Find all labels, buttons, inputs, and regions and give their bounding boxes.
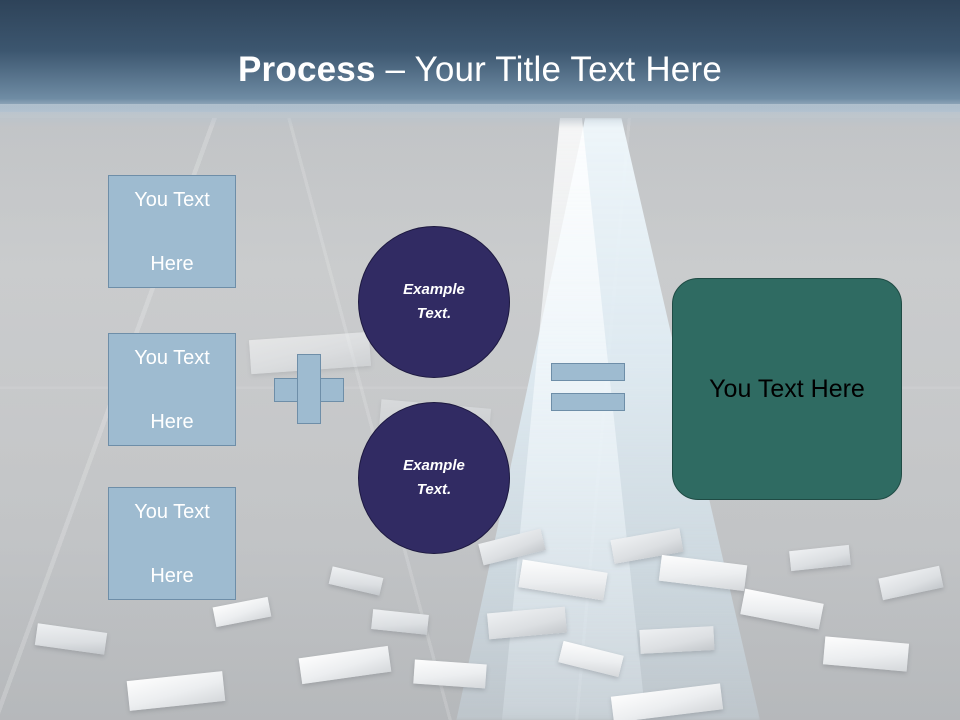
input-box-1-line2: Here: [150, 252, 194, 275]
plus-icon-center: [298, 379, 320, 401]
equals-icon-bottom-bar: [551, 393, 625, 411]
example-circle-2[interactable]: Example Text.: [358, 402, 510, 554]
page-title-strong: Process: [238, 50, 376, 89]
example-circle-1[interactable]: Example Text.: [358, 226, 510, 378]
input-box-1-line1: You Text: [134, 188, 210, 211]
input-box-1[interactable]: You Text Here: [108, 175, 236, 288]
input-box-3-line1: You Text: [134, 500, 210, 523]
input-box-2-line2: Here: [150, 410, 194, 433]
example-circle-1-line2: Text.: [416, 305, 452, 322]
background-block: [639, 626, 715, 654]
example-circle-2-line2: Text.: [416, 481, 452, 498]
background-block: [413, 659, 487, 689]
equals-icon-top-bar: [551, 363, 625, 381]
page-title: Process – Your Title Text Here: [0, 48, 960, 92]
input-box-3-line2: Here: [150, 564, 194, 587]
title-banner: [0, 0, 960, 112]
page-title-rest: – Your Title Text Here: [375, 50, 722, 89]
input-box-3[interactable]: You Text Here: [108, 487, 236, 600]
result-box-label: You Text Here: [709, 374, 865, 403]
title-banner-fade: [0, 104, 960, 128]
example-circle-1-line1: Example: [403, 281, 465, 298]
result-box[interactable]: You Text Here: [672, 278, 902, 500]
input-box-2-line1: You Text: [134, 346, 210, 369]
plus-icon: [274, 354, 344, 424]
input-box-2[interactable]: You Text Here: [108, 333, 236, 446]
equals-icon: [551, 363, 625, 411]
example-circle-2-line1: Example: [403, 457, 465, 474]
